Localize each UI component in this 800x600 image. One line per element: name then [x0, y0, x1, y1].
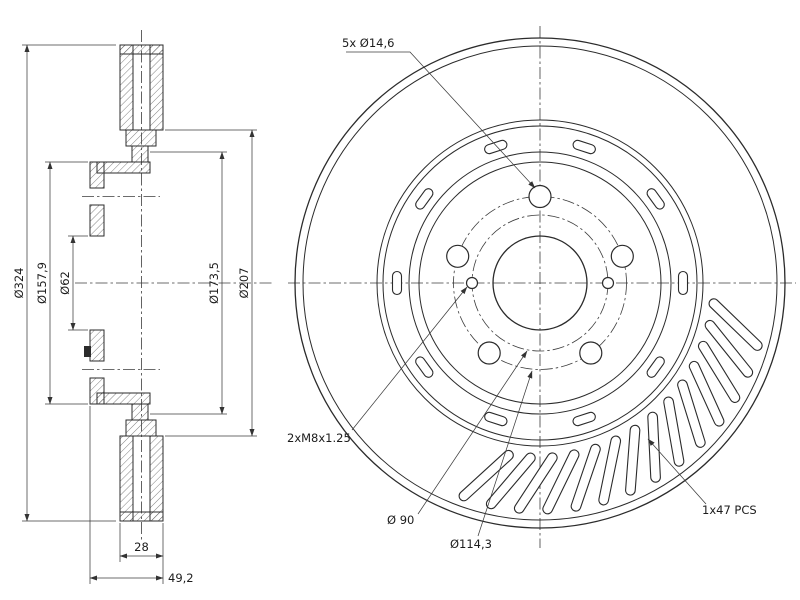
- vent-slot: [646, 188, 665, 210]
- plate-bottom-inboard: [119, 435, 134, 522]
- vane-slot: [677, 379, 706, 448]
- section-view: [75, 30, 272, 540]
- bolt-hole: [610, 244, 634, 268]
- thread-hole: [465, 276, 479, 290]
- vent-slot: [391, 270, 403, 296]
- bolt-hole: [477, 341, 501, 365]
- vent-slot-group: [391, 139, 689, 427]
- label-thread-holes: 2xM8x1.25: [287, 431, 351, 445]
- bolt-hole: [446, 244, 470, 268]
- thread-hole: [601, 276, 615, 290]
- vane-slot: [458, 449, 514, 502]
- plate-top-outboard: [149, 44, 164, 131]
- rim-bottom: [119, 511, 164, 522]
- transition-top: [125, 129, 157, 147]
- label-dia-114-3: Ø114,3: [450, 537, 492, 551]
- hat-wall-bottom: [96, 392, 151, 405]
- set-screw: [84, 346, 91, 357]
- label-dia-90: Ø 90: [387, 513, 414, 527]
- dimensions: Ø324 Ø157,9 Ø62 Ø173,5 Ø207 28 49,2: [12, 44, 257, 585]
- vane-slot: [708, 298, 763, 351]
- dim-dia-173-5: Ø173,5: [207, 262, 221, 304]
- step-bottom: [131, 403, 149, 421]
- thread-hole-group: [465, 276, 615, 290]
- bolt-hole: [579, 341, 603, 365]
- dia-207-circle: [382, 125, 698, 441]
- friction-inner-circle: [376, 119, 704, 447]
- dim-dia-207: Ø207: [237, 267, 251, 298]
- vane-slot: [688, 360, 725, 427]
- outer-diameter-circle: [294, 37, 786, 529]
- label-bolt-holes: 5x Ø14,6: [342, 36, 394, 50]
- vent-slot: [646, 356, 665, 378]
- hat-wall-top: [96, 161, 151, 174]
- vane-slot: [697, 340, 741, 403]
- callouts: 5x Ø14,6 2xM8x1.25 Ø 90 Ø114,3 1x47 PCS: [287, 36, 757, 551]
- vent-slot: [484, 139, 508, 155]
- hat-plate-seg1: [89, 161, 105, 189]
- vent-slot: [677, 270, 689, 296]
- dim-dia-157-9: Ø157,9: [35, 262, 49, 304]
- vane-slot: [704, 319, 754, 378]
- bolt-hole: [528, 184, 552, 209]
- dim-28: 28: [134, 540, 149, 554]
- step-top: [131, 145, 149, 163]
- hat-plate-seg3: [89, 329, 105, 362]
- dim-dia-62: Ø62: [58, 271, 72, 295]
- vane-slot: [570, 443, 601, 512]
- label-vanes: 1x47 PCS: [702, 503, 757, 517]
- bolt-hole-group: [446, 184, 634, 365]
- vent-slot: [415, 356, 434, 378]
- transition-bottom: [125, 419, 157, 437]
- vane-slot: [542, 449, 580, 515]
- vane-slot: [663, 396, 685, 467]
- outer-rim-circle: [302, 45, 778, 521]
- vane-slot: [598, 435, 622, 506]
- hat-step-circle: [418, 161, 662, 405]
- front-view: [288, 26, 796, 548]
- vane-slot: [625, 424, 641, 496]
- vent-slot: [572, 139, 596, 155]
- plate-bottom-outboard: [149, 435, 164, 522]
- vane-slot: [513, 452, 558, 514]
- dia-173-5-circle: [408, 151, 672, 415]
- vane-slot-group: [458, 298, 763, 515]
- vane-slot: [485, 452, 536, 510]
- dim-49-2: 49,2: [168, 571, 194, 585]
- center-bore-circle: [492, 235, 588, 331]
- dim-dia-324: Ø324: [12, 267, 26, 298]
- vent-slot: [572, 411, 596, 427]
- vent-slot: [484, 411, 508, 427]
- vane-slot: [647, 411, 661, 483]
- vent-slot: [415, 188, 434, 210]
- hat-plate-seg2: [89, 204, 105, 237]
- plate-top-inboard: [119, 44, 134, 131]
